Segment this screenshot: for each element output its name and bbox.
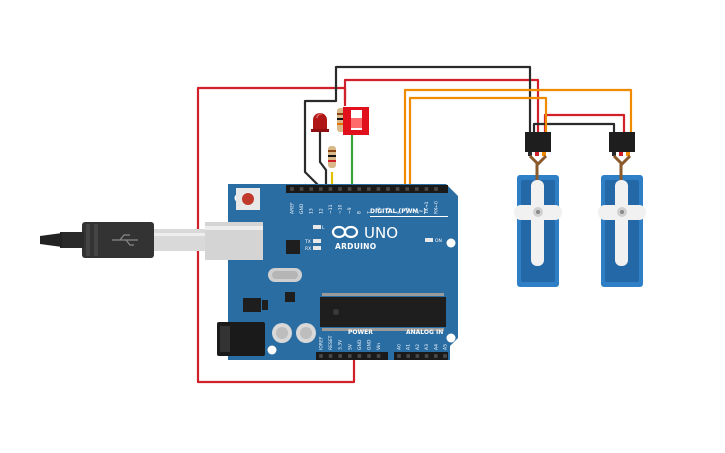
header-pin[interactable]: [415, 354, 420, 358]
header-pin[interactable]: [328, 187, 333, 191]
header-pin[interactable]: [434, 354, 438, 358]
arduino-logo-text: ARDUINO: [335, 242, 376, 251]
servo-1[interactable]: [514, 132, 562, 287]
header-pin[interactable]: [357, 354, 362, 358]
digital-header-label: DIGITAL (PWM~): [370, 208, 426, 215]
header-pin[interactable]: [347, 187, 352, 191]
board-model: UNO: [364, 224, 398, 242]
header-pin[interactable]: [395, 187, 400, 191]
power-header-label: POWER: [348, 329, 373, 336]
header-pin[interactable]: [348, 354, 352, 358]
pin-label: RESET: [328, 335, 334, 350]
power-header[interactable]: [316, 352, 388, 360]
pin-label: 13: [309, 208, 315, 214]
header-pin[interactable]: [406, 354, 410, 358]
microcontroller-chip: [320, 297, 446, 327]
resistor-led[interactable]: [328, 146, 336, 168]
wire-orange-servo2-signal[interactable]: [403, 88, 633, 187]
rx-label: RX: [305, 246, 311, 252]
header-pin[interactable]: [376, 187, 381, 191]
header-pin[interactable]: [290, 187, 294, 191]
header-pin[interactable]: [434, 187, 438, 191]
pin-label: ~6: [376, 207, 382, 214]
pin-label: 4: [395, 211, 401, 214]
header-pin[interactable]: [338, 187, 342, 191]
pin-label: 7: [366, 211, 372, 214]
on-label: ON: [435, 238, 442, 244]
pin-label: RX←0: [434, 201, 440, 214]
pin-label: 3.3V: [338, 339, 344, 350]
pin-label: ~10: [338, 204, 344, 214]
usb-cable[interactable]: [40, 222, 210, 258]
header-pin[interactable]: [367, 354, 371, 358]
header-pin[interactable]: [299, 187, 304, 191]
header-pin[interactable]: [309, 187, 313, 191]
pin-label: ~9: [347, 207, 353, 214]
usb-symbol-icon: [112, 234, 138, 246]
header-pin[interactable]: [424, 187, 429, 191]
pin-label: 2: [414, 211, 420, 214]
digital-header[interactable]: [286, 185, 448, 193]
header-pin[interactable]: [319, 187, 323, 191]
pin-label: A1: [406, 344, 412, 350]
pin-label: 8: [357, 211, 363, 214]
wire-black-led[interactable]: [318, 131, 328, 187]
servo-horn-icon: [514, 180, 562, 266]
header-pin[interactable]: [376, 354, 381, 358]
pin-label: ~11: [328, 204, 334, 214]
pin-label: GND: [367, 339, 373, 350]
arduino-logo-icon: [331, 225, 359, 239]
header-pin[interactable]: [319, 354, 323, 358]
wire-red-servo-power[interactable]: [343, 78, 540, 133]
red-led[interactable]: [311, 113, 329, 132]
reset-button[interactable]: [236, 188, 260, 210]
pin-label: Vin: [376, 343, 382, 350]
pin-label: 5V: [347, 343, 353, 350]
header-pin[interactable]: [397, 354, 401, 358]
pin-label: GND: [299, 203, 305, 214]
header-pin[interactable]: [405, 187, 409, 191]
pin-label: ~3: [405, 207, 411, 214]
header-pin[interactable]: [386, 187, 390, 191]
tx-label: TX: [304, 239, 311, 245]
analog-header-label: ANALOG IN: [406, 329, 443, 336]
header-pin[interactable]: [328, 354, 333, 358]
wire-orange-servo1-signal[interactable]: [408, 96, 548, 187]
pin-label: ~5: [386, 207, 392, 214]
header-pin[interactable]: [443, 354, 447, 358]
l-label: L: [322, 225, 325, 231]
header-pin[interactable]: [357, 187, 361, 191]
pin-label: TX→1: [424, 201, 430, 215]
pin-label: A5: [443, 344, 449, 350]
pin-label: AREF: [290, 202, 296, 214]
pin-label: 12: [318, 208, 324, 214]
pin-label: GND: [357, 339, 363, 350]
pin-label: A2: [415, 344, 421, 350]
analog-header[interactable]: [394, 352, 448, 360]
pin-label: A4: [433, 344, 439, 350]
header-pin[interactable]: [415, 187, 419, 191]
header-pin[interactable]: [338, 354, 342, 358]
pin-label: A3: [424, 344, 430, 350]
pin-label: IOREF: [319, 336, 325, 350]
servo-horn-icon: [598, 180, 646, 266]
wire-black-gnd-top[interactable]: [303, 65, 532, 188]
pin-label: A0: [397, 344, 403, 350]
header-pin[interactable]: [424, 354, 429, 358]
header-pin[interactable]: [367, 187, 371, 191]
servo-2[interactable]: [598, 132, 646, 287]
slide-switch[interactable]: [343, 107, 369, 135]
wire-black-servo2-gnd[interactable]: [532, 122, 616, 133]
